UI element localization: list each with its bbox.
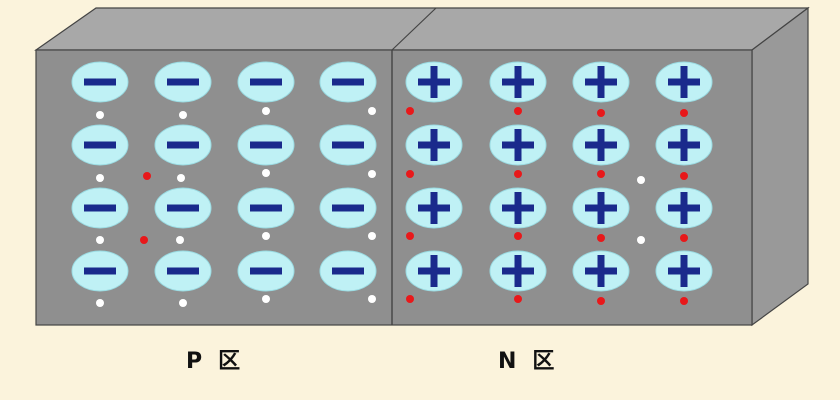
hole	[637, 236, 645, 244]
electron	[514, 295, 522, 303]
block-top-face	[34, 7, 810, 51]
electron	[406, 170, 414, 178]
electron	[406, 107, 414, 115]
block-front-face	[35, 49, 753, 326]
electron	[597, 297, 605, 305]
positive-ion	[572, 250, 630, 292]
negative-ion	[71, 124, 129, 166]
electron	[680, 297, 688, 305]
positive-ion	[489, 187, 547, 229]
electron	[514, 107, 522, 115]
negative-ion	[237, 61, 295, 103]
negative-ion	[319, 124, 377, 166]
n-region-letter: N	[498, 349, 519, 374]
negative-ion	[154, 187, 212, 229]
n-region-carriers	[406, 107, 688, 305]
positive-ion	[405, 187, 463, 229]
hole	[368, 107, 376, 115]
positive-ion	[405, 250, 463, 292]
p-region-carriers	[96, 107, 376, 307]
hole	[179, 111, 187, 119]
electron	[140, 236, 148, 244]
positive-ion	[572, 124, 630, 166]
hole	[368, 232, 376, 240]
p-region-char: 区	[218, 349, 243, 374]
negative-ion	[237, 187, 295, 229]
hole	[262, 295, 270, 303]
electron	[514, 170, 522, 178]
negative-ion	[319, 250, 377, 292]
positive-ion	[405, 61, 463, 103]
n-region-char: 区	[532, 349, 557, 374]
electron	[143, 172, 151, 180]
junction-top-line	[391, 7, 437, 51]
electron	[597, 234, 605, 242]
p-region-letter: P	[186, 349, 205, 374]
electron	[406, 295, 414, 303]
electron	[406, 232, 414, 240]
positive-ion	[572, 61, 630, 103]
hole	[179, 299, 187, 307]
hole	[368, 295, 376, 303]
positive-ion	[489, 250, 547, 292]
hole	[177, 174, 185, 182]
hole	[368, 170, 376, 178]
positive-ion	[655, 61, 713, 103]
electron	[597, 109, 605, 117]
hole	[96, 174, 104, 182]
hole	[262, 169, 270, 177]
n-region-ions	[405, 61, 713, 292]
hole	[176, 236, 184, 244]
hole	[96, 236, 104, 244]
negative-ion	[237, 124, 295, 166]
p-region-ions	[71, 61, 377, 292]
electron	[680, 172, 688, 180]
negative-ion	[154, 250, 212, 292]
negative-ion	[71, 187, 129, 229]
hole	[96, 299, 104, 307]
positive-ion	[655, 250, 713, 292]
hole	[262, 232, 270, 240]
positive-ion	[655, 187, 713, 229]
negative-ion	[154, 61, 212, 103]
negative-ion	[71, 61, 129, 103]
positive-ion	[655, 124, 713, 166]
negative-ion	[319, 61, 377, 103]
positive-ion	[489, 61, 547, 103]
positive-ion	[489, 124, 547, 166]
block-side-face	[751, 6, 809, 327]
hole	[637, 176, 645, 184]
positive-ion	[572, 187, 630, 229]
negative-ion	[154, 124, 212, 166]
electron	[680, 234, 688, 242]
positive-ion	[405, 124, 463, 166]
negative-ion	[319, 187, 377, 229]
negative-ion	[237, 250, 295, 292]
electron	[680, 109, 688, 117]
electron	[597, 170, 605, 178]
negative-ion	[71, 250, 129, 292]
hole	[262, 107, 270, 115]
hole	[96, 111, 104, 119]
electron	[514, 232, 522, 240]
